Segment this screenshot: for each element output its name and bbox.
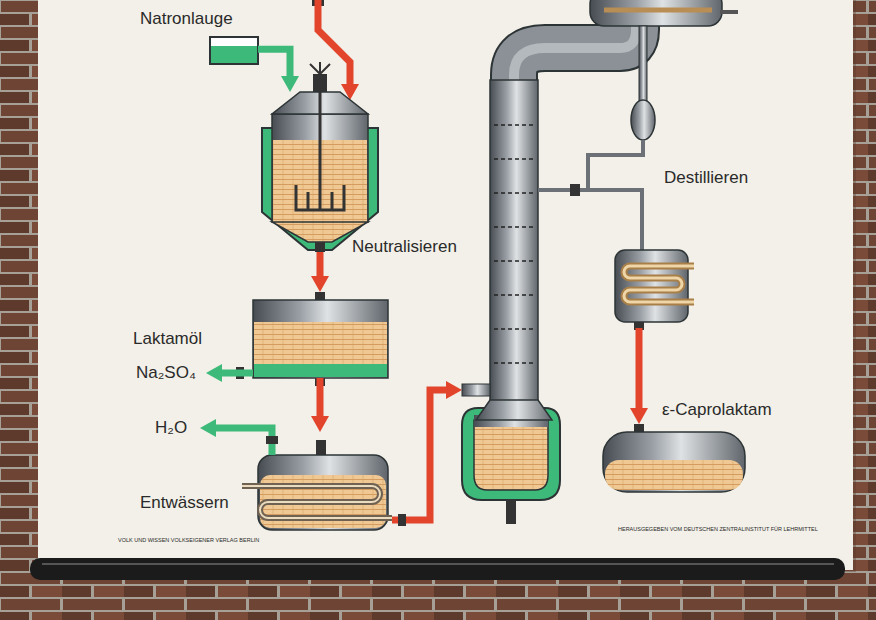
outlet-label: H₂O — [155, 418, 187, 438]
publisher-note: VOLK UND WISSEN VOLKSEIGENER VERLAG BERL… — [118, 537, 259, 544]
vessel-label: Natronlauge — [140, 9, 233, 29]
dehydrator-node: Entwässern — [258, 432, 388, 530]
reactor-node: Neutralisieren — [262, 92, 380, 252]
vessel-label: Neutralisieren — [352, 237, 457, 257]
vessel-label: Laktamöl — [133, 329, 202, 349]
separator-node: Laktamöl — [253, 292, 388, 378]
outlet-label: Na₂SO₄ — [136, 363, 196, 383]
tank-node: Natronlauge — [210, 37, 258, 64]
vessel-label: Entwässern — [140, 493, 229, 513]
flow-arrow — [317, 378, 324, 418]
flow-arrow — [258, 49, 290, 78]
label-anchor: VOLK UND WISSEN VOLKSEIGENER VERLAG BERL… — [118, 537, 259, 544]
condenser-node: Destillieren — [615, 248, 688, 328]
flow-arrow — [317, 252, 324, 278]
label-anchor: HERAUSGEGEBEN VOM DEUTSCHEN ZENTRALINSTI… — [618, 526, 818, 533]
vessel-label: Destillieren — [664, 168, 748, 188]
label-anchor: Na₂SO₄ — [136, 363, 196, 383]
receiver-node: ε-Caprolaktam — [603, 424, 745, 492]
flow-arrow — [636, 328, 643, 410]
vessel-label: ε-Caprolaktam — [662, 400, 772, 420]
label-anchor: H₂O — [155, 418, 187, 438]
publisher-note: HERAUSGEGEBEN VOM DEUTSCHEN ZENTRALINSTI… — [618, 526, 818, 533]
